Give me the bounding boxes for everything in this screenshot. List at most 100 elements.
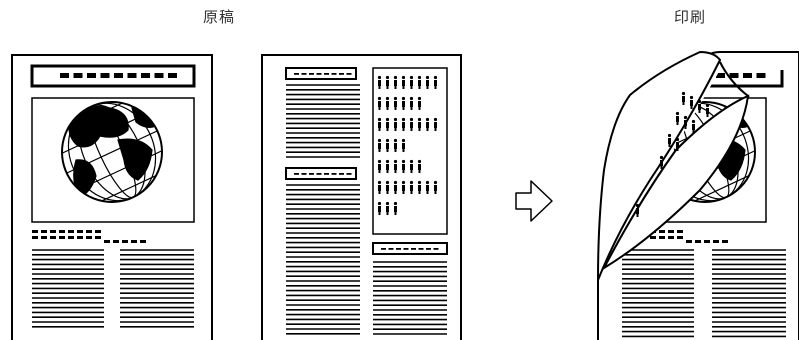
- person-icon: [433, 75, 438, 89]
- dash: [418, 248, 424, 250]
- person-icon: [393, 159, 398, 173]
- dash: [339, 73, 344, 75]
- dash: [141, 73, 150, 78]
- person-icon: [385, 159, 390, 173]
- person-icon: [401, 159, 406, 173]
- person-icon: [689, 95, 694, 109]
- dash: [68, 230, 74, 233]
- person-icon: [401, 117, 406, 131]
- dash: [122, 240, 128, 243]
- person-icon: [393, 180, 398, 194]
- person-icon: [635, 203, 640, 217]
- person-icon: [705, 103, 710, 117]
- headline-dashes: [294, 73, 439, 250]
- original-label: 原稿: [203, 8, 236, 26]
- dash: [331, 73, 337, 75]
- person-icon: [377, 117, 382, 131]
- dash: [659, 230, 665, 233]
- person-icon: [417, 75, 422, 89]
- dash: [104, 240, 110, 243]
- dash: [114, 73, 123, 78]
- original-page-1: [11, 54, 213, 340]
- dash: [388, 248, 394, 250]
- person-icon: [409, 117, 414, 131]
- dash: [95, 236, 101, 239]
- person-icon: [393, 96, 398, 110]
- dash: [659, 236, 665, 239]
- dash: [331, 173, 337, 175]
- right-arrow-icon: [515, 180, 553, 222]
- person-icon: [659, 155, 664, 169]
- dash: [324, 173, 329, 175]
- dash: [41, 230, 47, 233]
- dash: [316, 73, 322, 75]
- text-columns: [622, 249, 786, 338]
- person-icon: [377, 96, 382, 110]
- person-icon: [697, 99, 702, 113]
- caption-dashes: [32, 230, 146, 243]
- person-icon: [683, 115, 688, 129]
- curled-page: [597, 50, 750, 281]
- dash: [403, 248, 409, 250]
- text-lines: [286, 84, 447, 335]
- dash: [309, 73, 314, 75]
- dash: [32, 236, 38, 239]
- person-icon: [675, 111, 680, 125]
- dash: [668, 236, 674, 239]
- dash: [677, 236, 683, 239]
- dash: [704, 240, 710, 243]
- dash: [324, 73, 329, 75]
- dash: [695, 240, 701, 243]
- person-icon: [385, 75, 390, 89]
- dash: [140, 240, 146, 243]
- original-page-2: [261, 54, 462, 340]
- person-icon: [675, 137, 680, 151]
- dash: [756, 73, 766, 78]
- dash: [77, 230, 83, 233]
- person-icon: [401, 138, 406, 152]
- dash: [95, 230, 101, 233]
- person-icon: [409, 159, 414, 173]
- dash: [154, 73, 164, 78]
- dash: [86, 236, 92, 239]
- title-dashes: [60, 73, 177, 78]
- person-icon: [433, 117, 438, 131]
- dash: [309, 173, 314, 175]
- person-icon: [409, 96, 414, 110]
- people-icon: [377, 75, 438, 215]
- dash: [32, 230, 38, 233]
- dash: [41, 236, 47, 239]
- person-icon: [667, 133, 672, 147]
- dash: [668, 230, 674, 233]
- dash: [346, 73, 352, 75]
- dash: [339, 173, 344, 175]
- person-icon: [425, 75, 430, 89]
- person-icon: [417, 180, 422, 194]
- dash: [294, 73, 299, 75]
- dash: [294, 173, 299, 175]
- person-icon: [385, 138, 390, 152]
- person-icon: [425, 180, 430, 194]
- printed-page: [597, 50, 799, 340]
- person-icon: [385, 117, 390, 131]
- dash: [729, 73, 739, 78]
- dash: [713, 240, 719, 243]
- person-icon: [433, 180, 438, 194]
- dash: [50, 230, 56, 233]
- person-icon: [417, 117, 422, 131]
- person-icon: [385, 96, 390, 110]
- person-icon: [377, 159, 382, 173]
- headline-box: [372, 242, 448, 255]
- dash: [426, 248, 431, 250]
- person-icon: [385, 180, 390, 194]
- person-icon: [393, 201, 398, 215]
- dash: [411, 248, 416, 250]
- dash: [131, 240, 137, 243]
- dash: [113, 240, 119, 243]
- person-icon: [393, 117, 398, 131]
- dash: [677, 230, 683, 233]
- dash: [87, 73, 96, 78]
- dash: [68, 236, 74, 239]
- person-icon: [377, 180, 382, 194]
- dash: [650, 236, 656, 239]
